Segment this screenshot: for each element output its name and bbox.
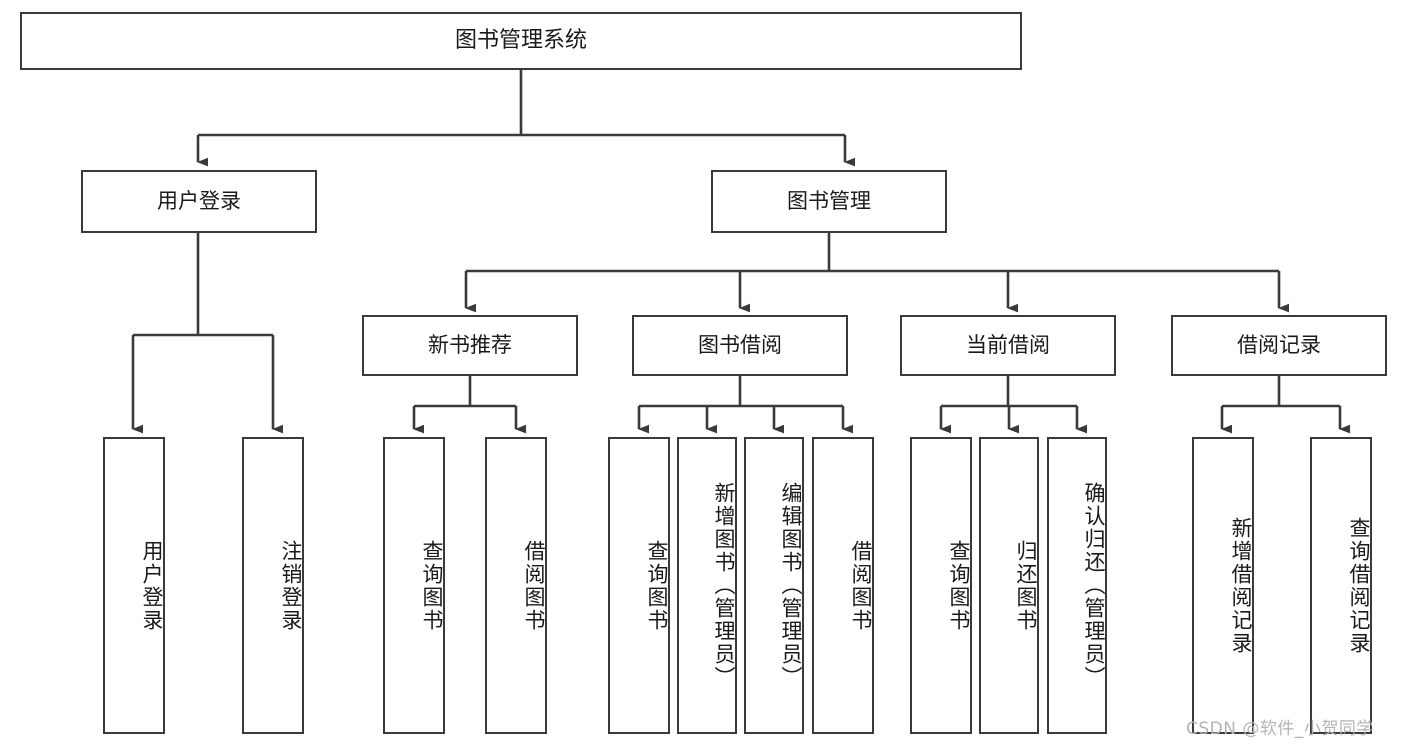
node-leaf-query-book-recommend[interactable]: 查询图书 <box>383 437 445 734</box>
node-book-borrow[interactable]: 图书借阅 <box>632 315 848 376</box>
node-label: 新书推荐 <box>428 332 512 357</box>
node-current-borrow[interactable]: 当前借阅 <box>900 315 1116 376</box>
node-label: 用户登录 <box>157 188 241 213</box>
node-label: 借阅图书 <box>522 539 546 632</box>
node-label: 借阅记录 <box>1237 332 1321 357</box>
node-label: 图书管理 <box>787 188 871 213</box>
node-label: 查询图书 <box>645 539 669 632</box>
node-leaf-query-borrow-record[interactable]: 查询借阅记录 <box>1310 437 1372 734</box>
node-leaf-borrow-book[interactable]: 借阅图书 <box>812 437 874 734</box>
node-leaf-add-book-admin[interactable]: 新增图书（管理员） <box>677 437 737 734</box>
node-leaf-borrow-book-recommend[interactable]: 借阅图书 <box>485 437 547 734</box>
node-leaf-edit-book-admin[interactable]: 编辑图书（管理员） <box>744 437 804 734</box>
node-label: 归还图书 <box>1014 539 1038 632</box>
node-label: 新增借阅记录 <box>1229 516 1253 655</box>
node-label: 注销登录 <box>279 539 303 632</box>
node-leaf-return-book[interactable]: 归还图书 <box>979 437 1039 734</box>
node-leaf-query-book-borrow[interactable]: 查询图书 <box>608 437 670 734</box>
node-label: 新增图书（管理员） <box>712 482 736 689</box>
node-leaf-query-book-current[interactable]: 查询图书 <box>910 437 972 734</box>
node-label: 编辑图书（管理员） <box>779 482 803 689</box>
node-label: 确认归还（管理员） <box>1082 482 1106 689</box>
node-leaf-add-borrow-record[interactable]: 新增借阅记录 <box>1192 437 1254 734</box>
node-label: 用户登录 <box>140 539 164 632</box>
node-label: 借阅图书 <box>849 539 873 632</box>
node-leaf-confirm-return-admin[interactable]: 确认归还（管理员） <box>1047 437 1107 734</box>
node-borrow-record[interactable]: 借阅记录 <box>1171 315 1387 376</box>
node-leaf-logout-login[interactable]: 注销登录 <box>242 437 304 734</box>
node-leaf-user-login[interactable]: 用户登录 <box>103 437 165 734</box>
node-label: 查询图书 <box>420 539 444 632</box>
node-label: 当前借阅 <box>966 332 1050 357</box>
node-label: 查询图书 <box>947 539 971 632</box>
node-user-login[interactable]: 用户登录 <box>81 170 317 233</box>
node-root-book-management-system[interactable]: 图书管理系统 <box>20 12 1022 70</box>
csdn-watermark: CSDN @软件_小贺同学 <box>1186 719 1374 739</box>
node-new-book-recommend[interactable]: 新书推荐 <box>362 315 578 376</box>
node-label: 图书借阅 <box>698 332 782 357</box>
node-label: 图书管理系统 <box>454 27 587 53</box>
node-label: 查询借阅记录 <box>1347 516 1371 655</box>
node-book-management[interactable]: 图书管理 <box>711 170 947 233</box>
